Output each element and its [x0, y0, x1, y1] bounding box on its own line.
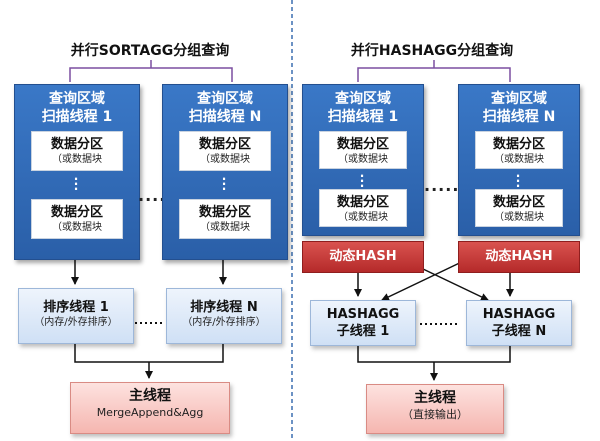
- dynamic-hash-n: 动态HASH: [458, 241, 580, 273]
- left-title: 并行SORTAGG分组查询: [70, 43, 230, 59]
- data-partition: 数据分区 （或数据块: [319, 131, 407, 169]
- left-main-thread: 主线程 MergeAppend&Agg: [70, 382, 230, 434]
- left-scan-area-n: 查询区域 扫描线程 N 数据分区 （或数据块 ··· 数据分区 （或数据块: [162, 84, 288, 260]
- data-partition: 数据分区 （或数据块: [179, 131, 271, 171]
- data-partition: 数据分区 （或数据块: [179, 199, 271, 239]
- scan-thread-label: 扫描线程 1: [41, 109, 113, 125]
- vertical-dots: ···: [359, 169, 365, 193]
- data-partition: 数据分区 （或数据块: [475, 131, 563, 169]
- scan-area-label: 查询区域: [197, 91, 253, 107]
- data-partition: 数据分区 （或数据块: [31, 131, 123, 171]
- left-bracket: [69, 60, 233, 82]
- scan-area-label: 查询区域: [491, 91, 547, 107]
- dynamic-hash-1: 动态HASH: [302, 241, 424, 273]
- hashagg-thread-1: HASHAGG 子线程 1: [310, 300, 416, 346]
- hashagg-thread-n: HASHAGG 子线程 N: [466, 300, 572, 346]
- right-bracket: [357, 60, 511, 82]
- sort-thread-n: 排序线程 N （内存/外存排序）: [166, 288, 282, 344]
- vertical-dots: ···: [221, 172, 227, 196]
- data-partition: 数据分区 （或数据块: [31, 199, 123, 239]
- vertical-dots: ···: [73, 172, 79, 196]
- sort-thread-1: 排序线程 1 （内存/外存排序）: [18, 288, 134, 344]
- data-partition: 数据分区 （或数据块: [319, 189, 407, 227]
- arrow-hashagg-main: [357, 346, 511, 380]
- right-scan-area-1: 查询区域 扫描线程 1 数据分区 （或数据块 ··· 数据分区 （或数据块: [302, 84, 424, 236]
- scan-area-label: 查询区域: [335, 91, 391, 107]
- vertical-dots: ···: [515, 169, 521, 193]
- right-main-thread: 主线程 （直接输出）: [366, 384, 504, 434]
- left-scan-area-1: 查询区域 扫描线程 1 数据分区 （或数据块 ··· 数据分区 （或数据块: [14, 84, 140, 260]
- scan-thread-label: 扫描线程 1: [327, 109, 399, 125]
- scan-thread-label: 扫描线程 N: [188, 109, 262, 125]
- scan-thread-label: 扫描线程 N: [482, 109, 556, 125]
- scan-area-label: 查询区域: [49, 91, 105, 107]
- right-scan-area-n: 查询区域 扫描线程 N 数据分区 （或数据块 ··· 数据分区 （或数据块: [458, 84, 580, 236]
- arrow-sort-main: [74, 344, 224, 378]
- data-partition: 数据分区 （或数据块: [475, 189, 563, 227]
- right-title: 并行HASHAGG分组查询: [350, 43, 514, 59]
